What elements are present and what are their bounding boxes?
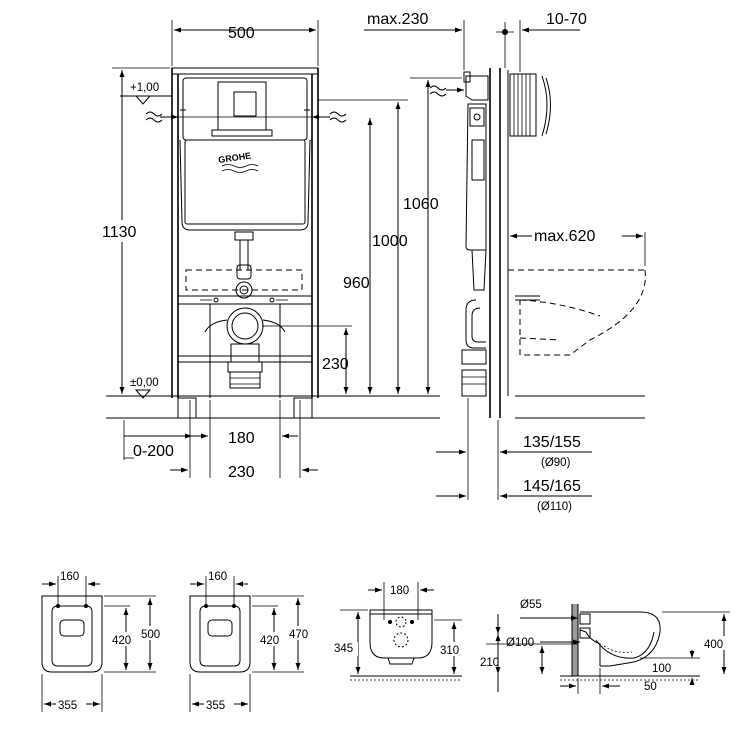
dia-90-label: (Ø90) — [541, 457, 571, 469]
side-dia100-label: Ø100 — [506, 637, 534, 649]
dim-heights-right: 960 1000 1060 230 — [262, 77, 462, 394]
dim-960-label: 960 — [343, 275, 370, 292]
dim-max230-label: max.230 — [367, 11, 428, 28]
side-dia55-label: Ø55 — [520, 599, 542, 611]
floor-line — [106, 395, 645, 419]
dim-230-height-label: 230 — [322, 356, 349, 373]
rear-345-label: 345 — [334, 643, 353, 655]
dim-1130-label: 1130 — [102, 224, 137, 241]
front-a-355-label: 355 — [58, 700, 77, 712]
frame-side-view — [429, 68, 646, 418]
dim-bottom-frame: 0-200 180 230 — [123, 400, 318, 481]
level-floor-label: ±0,00 — [130, 377, 159, 389]
dim-145-165-label: 145/165 — [523, 478, 581, 495]
side-210-label: 210 — [480, 657, 499, 669]
front-a-500-label: 500 — [141, 629, 160, 641]
dim-max620: max.620 — [510, 224, 646, 266]
front-b-420-label: 420 — [260, 635, 279, 647]
dim-0-200-label: 0-200 — [133, 443, 174, 460]
front-b-160-label: 160 — [208, 571, 227, 583]
side-400-label: 400 — [704, 639, 723, 651]
grohe-logo: GROHE — [218, 151, 252, 165]
front-b-355-label: 355 — [206, 700, 225, 712]
rear-310-label: 310 — [440, 645, 459, 657]
dim-1060-label: 1060 — [403, 196, 439, 213]
toilet-front-view-a: 160 420 500 355 — [41, 571, 165, 712]
level-markers: +1,00 ±0,00 — [120, 82, 172, 399]
level-top-label: +1,00 — [130, 82, 159, 94]
frame-front-view: GROHE — [145, 67, 347, 419]
front-a-420-label: 420 — [112, 635, 131, 647]
dim-135-155-label: 135/155 — [523, 434, 581, 451]
front-a-160-label: 160 — [60, 571, 79, 583]
dim-side-bottom: 135/155 (Ø90) 145/165 (Ø110) — [436, 398, 592, 513]
toilet-rear-view: 180 345 310 — [334, 582, 464, 681]
dim-180-label: 180 — [228, 430, 255, 447]
rear-180-label: 180 — [390, 585, 409, 597]
dim-1000-label: 1000 — [372, 233, 408, 250]
dim-width-500: 500 — [171, 20, 319, 66]
dim-230-width-label: 230 — [228, 464, 255, 481]
dim-side-top: max.230 10-70 — [364, 11, 587, 72]
side-50-label: 50 — [644, 681, 657, 693]
dim-height-1130: 1130 — [98, 67, 170, 394]
dim-max620-label: max.620 — [534, 228, 595, 245]
front-b-470-label: 470 — [289, 629, 308, 641]
toilet-side-view: Ø55 Ø100 210 400 100 50 — [480, 599, 730, 694]
side-100-label: 100 — [652, 663, 671, 675]
dim-500-label: 500 — [228, 25, 255, 42]
dim-10-70-label: 10-70 — [546, 11, 587, 28]
dia-110-label: (Ø110) — [537, 501, 572, 513]
toilet-front-view-b: 160 420 470 355 — [189, 571, 313, 712]
